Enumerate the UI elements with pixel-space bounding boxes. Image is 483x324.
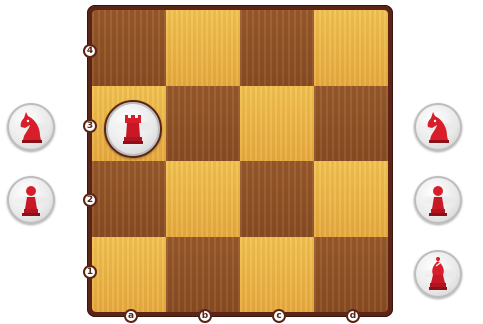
tray-bishop-right[interactable] [414,250,462,298]
square-b4[interactable] [166,10,240,86]
tray-knight-left[interactable] [7,103,55,151]
knight-icon [16,109,46,145]
bishop-icon [423,256,453,292]
square-d3[interactable] [314,86,388,162]
rook-piece-a3[interactable] [104,100,162,158]
square-c2[interactable] [240,161,314,237]
square-b2[interactable] [166,161,240,237]
square-d1[interactable] [314,237,388,313]
square-c1[interactable] [240,237,314,313]
pawn-icon [16,182,46,218]
rook-icon [118,111,148,147]
file-label-d: d [346,309,360,323]
rank-label-4: 4 [83,44,97,58]
square-a1[interactable] [92,237,166,313]
chess-board-frame [87,5,393,317]
square-a2[interactable] [92,161,166,237]
square-c3[interactable] [240,86,314,162]
square-c4[interactable] [240,10,314,86]
file-label-a: a [124,309,138,323]
knight-icon [423,109,453,145]
rank-label-2: 2 [83,193,97,207]
rank-label-3: 3 [83,119,97,133]
rank-label-1: 1 [83,265,97,279]
file-label-b: b [198,309,212,323]
square-a4[interactable] [92,10,166,86]
square-b1[interactable] [166,237,240,313]
chess-board [92,10,388,312]
tray-knight-right[interactable] [414,103,462,151]
pawn-icon [423,182,453,218]
square-b3[interactable] [166,86,240,162]
tray-pawn-right[interactable] [414,176,462,224]
file-label-c: c [272,309,286,323]
square-d2[interactable] [314,161,388,237]
square-d4[interactable] [314,10,388,86]
tray-pawn-left[interactable] [7,176,55,224]
